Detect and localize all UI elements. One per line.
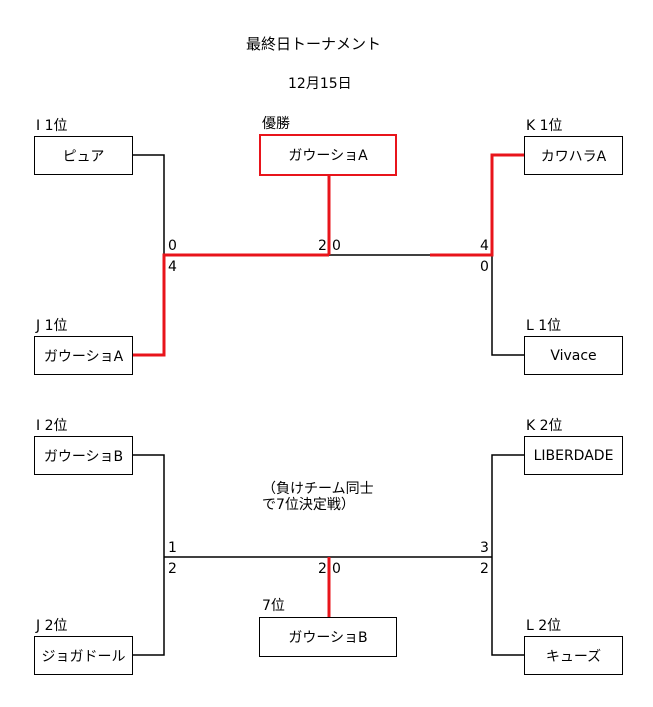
team-box-j1: ガウーショA [34, 336, 133, 375]
score-bottom-left-bottom: 2 [168, 561, 177, 577]
line-i2 [133, 454, 165, 656]
seventh-label: 7位 [262, 598, 285, 614]
l1-label: L 1位 [526, 318, 562, 334]
score-bottom-final-left: 2 [318, 561, 327, 577]
champion-box: ガウーショA [259, 134, 397, 176]
i2-label: I 2位 [36, 418, 68, 434]
seventh-box: ガウーショB [259, 617, 397, 657]
j2-label: J 2位 [36, 618, 68, 634]
i1-label: I 1位 [36, 118, 68, 134]
score-top-right-bottom: 0 [480, 259, 489, 275]
note-line2: で7位決定戦） [262, 497, 355, 513]
line-i1 [133, 154, 165, 255]
page-title: 最終日トーナメント [246, 35, 382, 53]
score-top-final-left: 2 [318, 238, 327, 254]
score-bottom-left-top: 1 [168, 540, 177, 556]
date-label: 12月15日 [288, 76, 352, 92]
score-bottom-final-right: 0 [332, 561, 341, 577]
team-box-j2: ジョガドール [34, 636, 133, 675]
team-box-k2: LIBERDADE [524, 436, 623, 475]
team-box-i1: ピュア [34, 136, 133, 175]
score-top-left-bottom: 4 [168, 259, 177, 275]
score-top-right-top: 4 [480, 238, 489, 254]
j1-label: J 1位 [36, 318, 68, 334]
score-bottom-right-top: 3 [480, 540, 489, 556]
line-k2 [491, 454, 524, 656]
score-top-final-right: 0 [332, 238, 341, 254]
team-box-k1: カワハラA [524, 136, 623, 175]
l2-label: L 2位 [526, 618, 562, 634]
note-line1: （負けチーム同士 [262, 481, 374, 497]
k1-label: K 1位 [526, 118, 563, 134]
k2-label: K 2位 [526, 418, 563, 434]
line-l1 [491, 255, 524, 356]
champion-label: 優勝 [262, 116, 290, 132]
win-line-j1 [133, 253, 329, 357]
win-line-k1 [430, 153, 524, 257]
team-box-l2: キューズ [524, 636, 623, 675]
team-box-i2: ガウーショB [34, 436, 133, 475]
team-box-l1: Vivace [524, 336, 623, 375]
score-bottom-right-bottom: 2 [480, 561, 489, 577]
score-top-left-top: 0 [168, 238, 177, 254]
